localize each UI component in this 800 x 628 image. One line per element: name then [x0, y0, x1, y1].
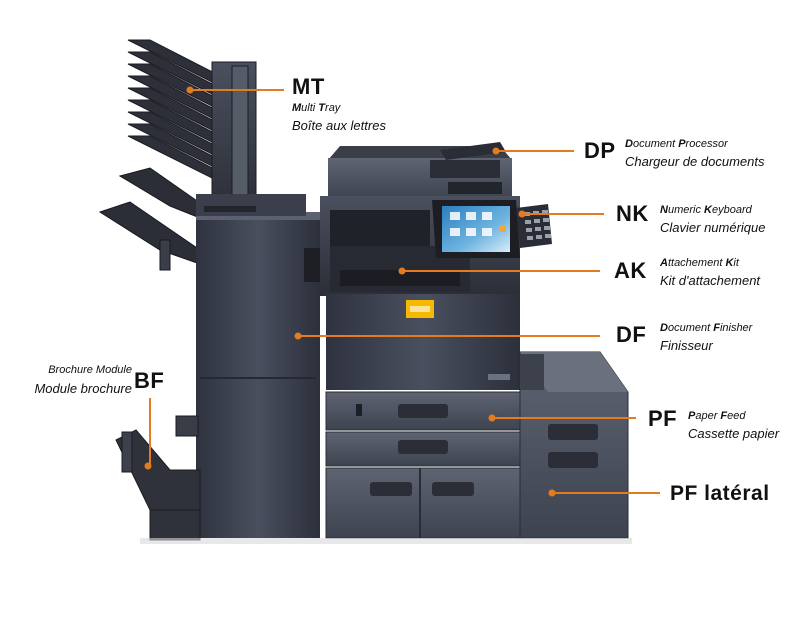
callout-dot-mt	[186, 86, 194, 94]
label-nk-en: Numeric Keyboard	[660, 204, 752, 216]
label-pf-fr: Cassette papier	[688, 426, 780, 441]
label-df: Document Finisher Finisseur	[660, 322, 752, 354]
label-df-fr: Finisseur	[660, 338, 713, 353]
multi-tray-unit	[127, 39, 257, 213]
label-mt-code: MT	[292, 74, 325, 99]
label-ak: Attachement Kit Kit d'attachement	[660, 257, 760, 289]
document-finisher-body	[196, 212, 320, 538]
label-bf-en: Brochure Module	[48, 364, 132, 376]
label-pf-code: PF	[648, 406, 678, 431]
label-pf-lateral: PF latéral	[670, 482, 770, 505]
callout-dot-bf	[144, 462, 152, 470]
label-pf: Paper Feed Cassette papier	[688, 410, 779, 442]
label-dp-fr: Chargeur de documents	[625, 154, 765, 169]
label-dp: Document Processor Chargeur de documents	[625, 138, 764, 170]
label-nk: Numeric Keyboard Clavier numérique	[660, 204, 766, 236]
label-mt: MT Multi Tray Boîte aux lettres	[292, 76, 386, 134]
label-bf-fr: Module brochure	[34, 381, 132, 396]
side-paper-feeder	[519, 351, 629, 539]
label-df-en: Document Finisher	[660, 322, 753, 334]
label-pf-en: Paper Feed	[688, 410, 746, 422]
callout-dot-pf	[488, 414, 496, 422]
callout-line-bf	[146, 398, 151, 467]
callout-dot-nk	[518, 210, 526, 218]
callout-dot-df	[294, 332, 302, 340]
paper-cassettes	[325, 391, 521, 539]
label-mt-fr: Boîte aux lettres	[292, 118, 386, 133]
label-df-code: DF	[616, 322, 647, 347]
label-ak-en: Attachement Kit	[660, 257, 739, 269]
label-bf-code: BF	[134, 368, 165, 393]
label-nk-code: NK	[616, 201, 649, 226]
label-mt-en: Multi Tray	[292, 102, 341, 114]
callout-dot-pf-lateral	[548, 489, 556, 497]
label-dp-en: Document Processor	[625, 138, 728, 150]
label-ak-code: AK	[614, 258, 647, 283]
callout-dot-dp	[492, 147, 500, 155]
label-ak-fr: Kit d'attachement	[660, 273, 761, 288]
label-nk-fr: Clavier numérique	[660, 220, 766, 235]
callout-dot-ak	[398, 267, 406, 275]
brochure-module	[115, 415, 201, 541]
label-dp-code: DP	[584, 138, 616, 163]
document-processor	[328, 142, 512, 198]
control-panel	[432, 200, 520, 258]
label-bf: Brochure Module Module brochure	[34, 364, 132, 397]
